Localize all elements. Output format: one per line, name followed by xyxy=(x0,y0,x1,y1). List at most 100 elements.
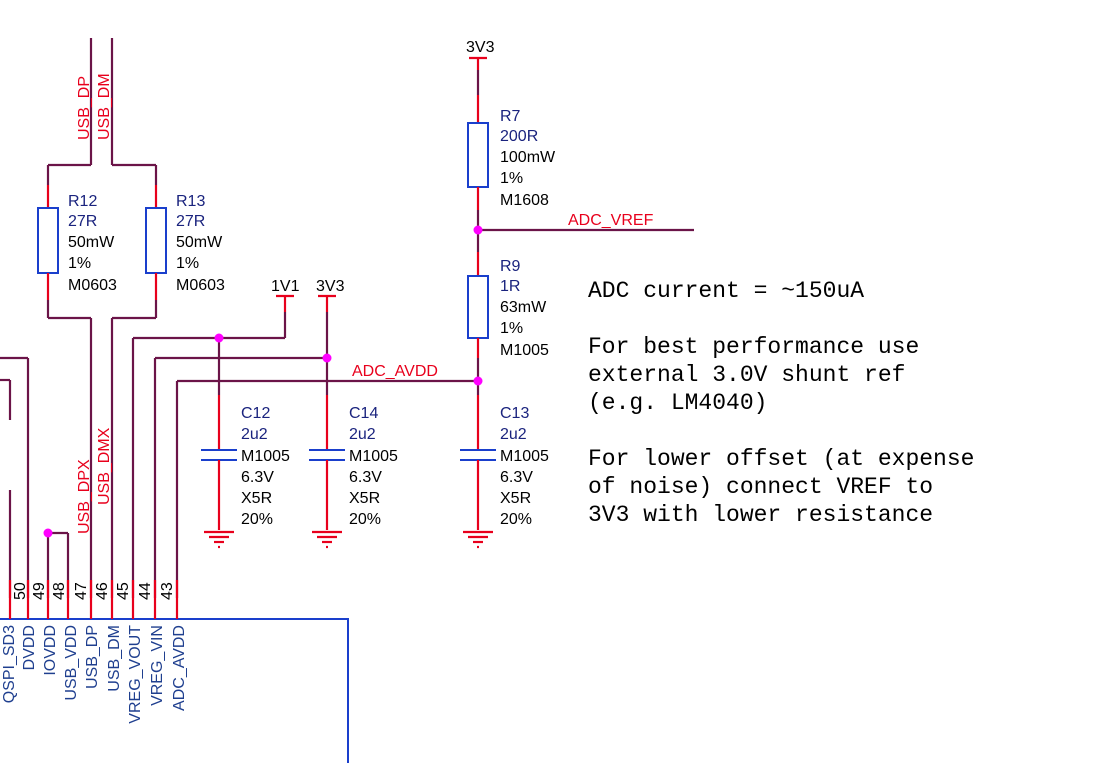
capacitor-c12 xyxy=(201,395,237,530)
net-label-usb-dm: USB_DM xyxy=(96,73,113,140)
r13-labels: R13 27R 50mW 1% M0603 xyxy=(176,193,225,294)
power-port-1v1 xyxy=(276,294,294,312)
c14-voltage: 6.3V xyxy=(349,469,382,486)
pin-name: DVDD xyxy=(21,625,38,670)
c12-designator: C12 xyxy=(241,405,270,422)
r7-footprint: M1608 xyxy=(500,192,549,209)
r12-designator: R12 xyxy=(68,193,97,210)
power-port-3v3-mid xyxy=(318,294,336,312)
junction-dot xyxy=(43,528,53,538)
r13-footprint: M0603 xyxy=(176,277,225,294)
c14-tolerance: 20% xyxy=(349,511,381,528)
r7-tolerance: 1% xyxy=(500,170,523,187)
resistor-r12 xyxy=(37,185,59,300)
ic-body-outline xyxy=(0,618,349,763)
c12-value: 2u2 xyxy=(241,426,268,443)
pin-number: 45 xyxy=(115,582,132,600)
c13-value: 2u2 xyxy=(500,426,527,443)
c13-tolerance: 20% xyxy=(500,511,532,528)
net-label-adc-avdd: ADC_AVDD xyxy=(352,363,438,380)
left-pin-wiring xyxy=(0,356,70,598)
c14-footprint: M1005 xyxy=(349,448,398,465)
net-label-1v1: 1V1 xyxy=(271,278,300,295)
r12-value: 27R xyxy=(68,213,97,230)
pin-number: 47 xyxy=(73,582,90,600)
capacitor-c13 xyxy=(460,395,496,530)
pin-name: VREG_VOUT xyxy=(127,625,144,724)
r13-power: 50mW xyxy=(176,234,223,251)
pin-number: 48 xyxy=(51,582,68,600)
pin-name: VREG_VIN xyxy=(149,625,166,706)
c12-voltage: 6.3V xyxy=(241,469,274,486)
usb-wiring xyxy=(46,38,158,598)
pin-name: ADC_AVDD xyxy=(171,625,188,711)
net-label-usb-dmx: USB_DMX xyxy=(96,427,113,505)
junction-dot xyxy=(473,376,483,386)
r13-tolerance: 1% xyxy=(176,255,199,272)
r7-value: 200R xyxy=(500,128,538,145)
pin-number: 43 xyxy=(159,582,176,600)
net-label-3v3-mid: 3V3 xyxy=(316,278,345,295)
note-line: (e.g. LM4040) xyxy=(588,390,767,416)
junction-dot xyxy=(214,333,224,343)
note-line: For best performance use xyxy=(588,334,919,360)
c13-dielectric: X5R xyxy=(500,490,531,507)
r12-footprint: M0603 xyxy=(68,277,117,294)
r9-footprint: M1005 xyxy=(500,342,549,359)
net-label-usb-dp: USB_DP xyxy=(76,76,93,140)
c12-labels: C12 2u2 M1005 6.3V X5R 20% xyxy=(241,405,290,528)
c14-labels: C14 2u2 M1005 6.3V X5R 20% xyxy=(349,405,398,528)
pin-numbers: 50 49 48 47 46 45 44 43 xyxy=(12,582,176,600)
ground-symbol xyxy=(204,530,234,549)
net-label-3v3-top: 3V3 xyxy=(466,39,495,56)
junction-dot xyxy=(322,353,332,363)
r9-power: 63mW xyxy=(500,299,547,316)
c14-dielectric: X5R xyxy=(349,490,380,507)
c13-designator: C13 xyxy=(500,405,529,422)
r7-labels: R7 200R 100mW 1% M1608 xyxy=(500,108,556,209)
c12-footprint: M1005 xyxy=(241,448,290,465)
capacitor-c14 xyxy=(309,395,345,530)
ground-symbol xyxy=(463,530,493,549)
note-line: of noise) connect VREF to xyxy=(588,474,933,500)
net-label-usb-dpx: USB_DPX xyxy=(76,459,93,534)
note-line: ADC current = ~150uA xyxy=(588,278,864,304)
power-port-3v3-top xyxy=(469,56,487,70)
design-notes: ADC current = ~150uA For best performanc… xyxy=(588,278,974,528)
c13-voltage: 6.3V xyxy=(500,469,533,486)
c14-designator: C14 xyxy=(349,405,378,422)
r13-value: 27R xyxy=(176,213,205,230)
r9-labels: R9 1R 63mW 1% M1005 xyxy=(500,258,549,359)
resistor-r13 xyxy=(145,185,167,300)
r9-value: 1R xyxy=(500,278,520,295)
note-line: For lower offset (at expense xyxy=(588,446,974,472)
r9-designator: R9 xyxy=(500,258,521,275)
r12-labels: R12 27R 50mW 1% M0603 xyxy=(68,193,117,294)
power-rail-wiring xyxy=(131,70,694,598)
pin-number: 44 xyxy=(137,582,154,600)
r12-tolerance: 1% xyxy=(68,255,91,272)
ic-pin-stubs xyxy=(8,580,179,619)
r7-designator: R7 xyxy=(500,108,521,125)
resistor-r7 xyxy=(467,95,489,210)
pin-number: 49 xyxy=(31,582,48,600)
pin-name: USB_DP xyxy=(84,625,101,689)
c14-value: 2u2 xyxy=(349,426,376,443)
c13-labels: C13 2u2 M1005 6.3V X5R 20% xyxy=(500,405,549,528)
pin-names: QSPI_SD3 DVDD IOVDD USB_VDD USB_DP USB_D… xyxy=(1,625,188,724)
r7-power: 100mW xyxy=(500,149,556,166)
r9-tolerance: 1% xyxy=(500,320,523,337)
pin-number: 46 xyxy=(94,582,111,600)
note-line: external 3.0V shunt ref xyxy=(588,362,905,388)
pin-number: 50 xyxy=(12,582,29,600)
pin-name: USB_VDD xyxy=(63,625,80,701)
ground-symbol xyxy=(312,530,342,549)
pin-name: USB_DM xyxy=(106,625,123,692)
note-line: 3V3 with lower resistance xyxy=(588,502,933,528)
c13-footprint: M1005 xyxy=(500,448,549,465)
r12-power: 50mW xyxy=(68,234,115,251)
junction-dot xyxy=(473,225,483,235)
c12-dielectric: X5R xyxy=(241,490,272,507)
net-label-adc-vref: ADC_VREF xyxy=(568,212,654,229)
